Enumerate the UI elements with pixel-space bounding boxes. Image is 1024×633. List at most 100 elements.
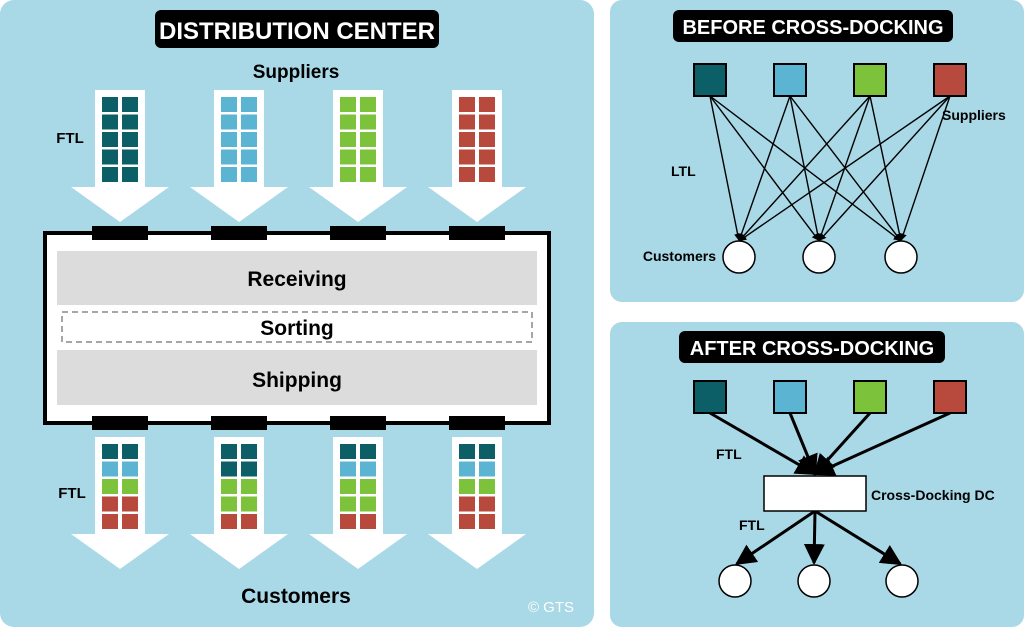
customer-node [802,240,836,274]
pallet-box [102,149,118,165]
pallet-box [459,97,475,112]
pallet-box [122,514,138,529]
pallet-box [340,444,356,459]
ftl-inbound-link [709,411,817,476]
pallet-box [340,479,356,494]
customer-node [885,564,919,598]
distribution-center-panel: DISTRIBUTION CENTER Suppliers FTL Receiv… [0,0,594,627]
shipping-area [57,350,537,405]
ftl-outbound-link [803,510,825,566]
main-title: DISTRIBUTION CENTER [159,18,435,45]
before-customers [722,240,918,274]
ltl-link [709,95,742,241]
pallet-box [241,167,257,182]
cross-docking-dc-box [763,475,867,512]
pallet-box [479,167,495,182]
pallet-box [122,496,138,512]
customer-node [722,240,756,274]
ltl-link [738,95,791,241]
pallet-box [459,132,475,147]
customer-arrows [71,437,526,569]
pallet-box [221,167,237,182]
pallet-box [241,514,257,529]
suppliers-label: Suppliers [253,62,340,83]
customer-truck-4 [428,437,526,569]
dock-door [211,226,267,240]
pallet-box [340,114,356,130]
before-customers-label: Customers [643,248,716,264]
after-ftl-top-label: FTL [716,446,742,462]
pallet-box [122,149,138,165]
dock-door [330,226,386,240]
dock-door [92,226,148,240]
dock-door [449,416,505,430]
ftl-inbound-link [813,411,951,476]
pallet-box [122,479,138,494]
pallet-box [360,132,376,147]
before-cross-docking-panel: BEFORE CROSS-DOCKING Suppliers LTL Custo… [610,0,1024,302]
sorting-area [61,311,533,343]
after-ftl-bottom-label: FTL [739,517,765,533]
ftl-bottom-label: FTL [58,485,86,502]
customer-truck-1 [71,437,169,569]
pallet-box [479,97,495,112]
pallet-box [340,167,356,182]
pallet-box [459,479,475,494]
after-title-badge [679,331,945,363]
pallet-box [459,444,475,459]
pallet-box [360,167,376,182]
flow-arrow [309,90,407,222]
supplier-truck-4 [428,90,526,222]
pallet-box [360,444,376,459]
pallet-box [122,114,138,130]
ltl-link [900,95,951,241]
supplier-node [853,380,887,414]
pallet-box [340,97,356,112]
after-suppliers [693,380,967,414]
pallet-box [241,114,257,130]
after-cross-docking-panel: AFTER CROSS-DOCKING Cross-Docking DC FTL… [610,322,1024,627]
pallet-box [102,114,118,130]
sorting-label: Sorting [260,317,334,340]
after-title: AFTER CROSS-DOCKING [690,338,934,360]
pallet-box [241,132,257,147]
dock-door [449,226,505,240]
pallet-box [102,444,118,459]
pallet-box [459,461,475,477]
ltl-connections [709,95,951,242]
flow-arrow [309,437,407,569]
pallet-box [340,461,356,477]
customer-node [718,564,752,598]
pallet-box [360,149,376,165]
pallet-box [360,496,376,512]
pallet-box [221,461,237,477]
supplier-node [693,63,727,97]
flow-arrow [190,437,288,569]
supplier-arrows [71,90,526,222]
ltl-link [739,95,951,242]
pallet-box [221,149,237,165]
pallet-box [221,132,237,147]
receiving-label: Receiving [247,268,346,291]
main-title-badge [155,10,439,48]
ltl-link [739,95,871,241]
pallet-box [360,114,376,130]
pallet-box [221,479,237,494]
pallet-box [241,97,257,112]
pallet-box [221,97,237,112]
pallet-box [241,496,257,512]
pallet-box [479,444,495,459]
dock-doors [92,226,505,430]
copyright-mark: © GTS [528,599,574,616]
pallet-box [122,132,138,147]
ltl-label: LTL [671,163,696,179]
pallet-box [122,167,138,182]
cross-docking-dc-label: Cross-Docking DC [871,487,995,503]
pallet-box [122,97,138,112]
pallet-box [360,479,376,494]
ftl-outbound-link [814,509,903,566]
shipping-label: Shipping [252,369,342,392]
pallet-box [102,167,118,182]
pallet-box [221,444,237,459]
receiving-area [57,251,537,305]
